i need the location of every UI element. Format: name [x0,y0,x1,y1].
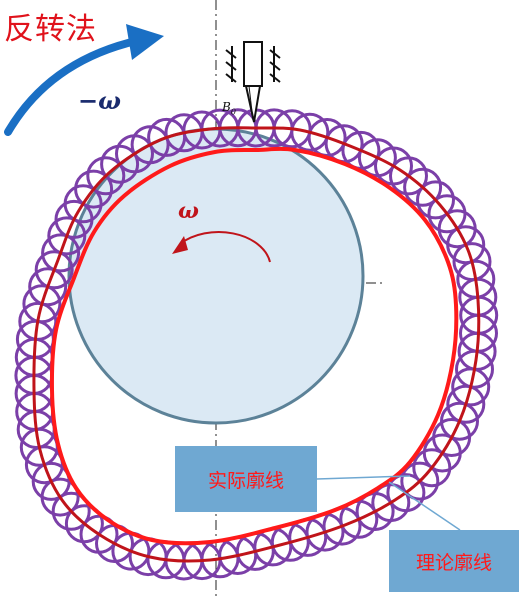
roller-circle [34,250,74,290]
roller-circle [403,167,443,207]
roller-circle [451,367,491,407]
actual-profile-label: 实际廓线 [175,446,317,512]
omega-label: ω [178,198,199,224]
roller-circle [64,504,104,544]
theoretical-profile-label: 理论廓线 [389,530,519,592]
roller-circle [86,156,126,196]
roller-circle [130,125,170,165]
theoretical-profile-curve [32,126,481,563]
roller-circle [446,384,486,424]
roller-circle [51,491,91,531]
roller-circle [63,184,103,224]
actual-profile-curve [49,146,459,546]
rotation-arrow-icon [4,24,164,136]
roller-circle [79,514,119,554]
roller-circle [422,433,462,473]
roller-circle [28,267,68,307]
base-circle [67,127,365,425]
roller-circle [22,284,62,324]
negative-omega-label: −ω [78,86,121,115]
point-b0-label: B0 [222,100,236,116]
roller-circle [31,461,71,501]
roller-circle [416,180,455,220]
roller-follower-icon [243,41,263,123]
roller-circle [74,169,114,209]
roller-circle [47,216,87,256]
title: 反转法 [4,12,97,47]
roller-circle [290,112,330,152]
roller-circle [307,118,347,157]
point-b-letter: B [222,100,231,114]
roller-circle [341,130,381,170]
roller-circle [41,233,81,273]
roller-circle [389,156,428,196]
follower-guide-icon [225,46,281,83]
omega-arrow-icon [172,231,271,263]
point-b-subscript: 0 [230,107,236,117]
